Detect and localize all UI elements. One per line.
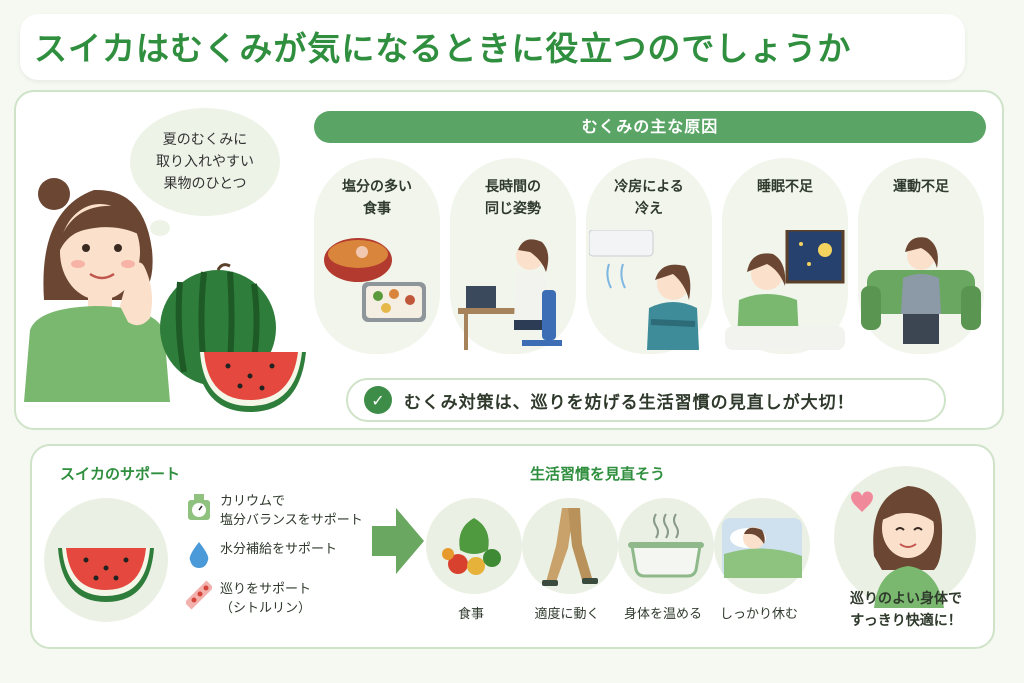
bubble-line: 果物のひとつ — [163, 176, 247, 192]
cause-card-sleep: 睡眠不足 — [722, 158, 848, 354]
watermelon-icon — [160, 263, 306, 412]
habit-move-circle — [522, 498, 618, 594]
support-item-label: 巡りをサポート （シトルリン） — [220, 582, 312, 616]
habit-label: 身体を温める — [623, 607, 702, 622]
cause-label: 睡眠不足 — [757, 179, 813, 195]
support-item-label: 水分補給をサポート — [220, 542, 338, 557]
support-item-potassium: カリウムで 塩分バランスをサポート — [186, 492, 363, 530]
cause-card-posture: 長時間の 同じ姿勢 — [450, 158, 576, 354]
happy-woman-icon — [851, 486, 944, 608]
habit-label: しっかり休む — [719, 607, 798, 622]
habit-warm-circle — [618, 498, 714, 594]
cause-card-ac: 冷房による 冷え — [586, 158, 712, 354]
woman-illustration — [24, 178, 170, 402]
support-item-label: カリウムで 塩分バランスをサポート — [220, 494, 363, 528]
watermelon-slice-icon — [58, 548, 154, 602]
cause-card-salt: 塩分の多い 食事 — [314, 158, 440, 354]
habit-rest-circle — [714, 498, 810, 594]
support-item-hydration: 水分補給をサポート — [186, 540, 337, 570]
habits-title: 生活習慣を見直そう — [530, 465, 666, 483]
cause-label: 冷房による 冷え — [614, 179, 684, 217]
result-text: 巡りのよい身体で すっきり快適に！ — [850, 591, 962, 629]
page-title: スイカはむくみが気になるときに役立つのでしょうか — [34, 29, 852, 68]
blood-flow-icon — [186, 580, 212, 610]
bathtub-icon — [628, 513, 704, 578]
habit-label: 適度に動く — [534, 607, 600, 622]
result-circle — [834, 466, 976, 608]
support-title: スイカのサポート — [60, 465, 181, 483]
scale-icon — [188, 494, 210, 520]
causes-header: むくみの主な原因 — [314, 111, 986, 143]
bubble-dot — [150, 220, 170, 236]
cause-card-exercise: 運動不足 — [858, 158, 984, 354]
sofa-icon — [861, 237, 981, 344]
thought-bubble: 夏のむくみに 取り入れやすい 果物のひとつ — [130, 108, 280, 216]
salty-food-icon — [324, 238, 426, 322]
sleeping-icon — [722, 518, 802, 578]
check-icon: ✓ — [364, 386, 392, 414]
key-message-text: むくみ対策は、巡りを妨げる生活習慣の見直しが大切！ — [404, 392, 855, 413]
title-bar — [20, 14, 965, 80]
desk-work-icon — [458, 239, 562, 350]
walking-icon — [542, 508, 598, 586]
cause-label: 長時間の 同じ姿勢 — [485, 179, 541, 217]
habit-food-circle — [426, 498, 522, 594]
water-drop-icon — [189, 542, 209, 568]
support-item-circulation: 巡りをサポート （シトルリン） — [186, 580, 311, 618]
habit-label: 食事 — [457, 607, 484, 622]
watermelon-slice-circle — [44, 498, 168, 622]
cause-label: 運動不足 — [893, 179, 949, 195]
bubble-line: 取り入れやすい — [156, 154, 254, 170]
sleepless-icon — [725, 230, 845, 350]
arrow-right-icon — [372, 508, 424, 574]
cause-label: 塩分の多い 食事 — [342, 179, 412, 217]
air-conditioner-icon — [589, 230, 699, 350]
vegetables-icon — [442, 518, 501, 575]
key-message-banner: ✓ むくみ対策は、巡りを妨げる生活習慣の見直しが大切！ — [346, 378, 946, 422]
bubble-line: 夏のむくみに — [162, 132, 248, 148]
